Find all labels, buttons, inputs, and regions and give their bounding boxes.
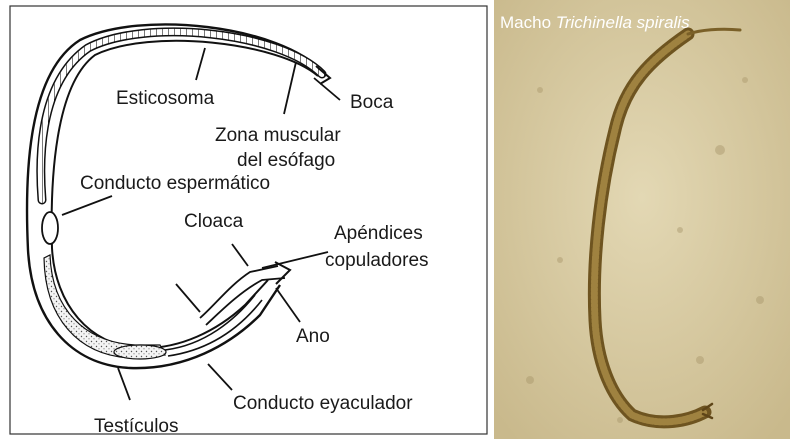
- label-boca: Boca: [350, 92, 394, 113]
- micrograph-panel: Macho Trichinella spiralis: [494, 0, 790, 439]
- micrograph-title-species: Trichinella spiralis: [556, 13, 690, 32]
- label-del-esofago: del esófago: [237, 150, 335, 171]
- label-cloaca: Cloaca: [184, 211, 244, 232]
- label-zona-muscular: Zona muscular: [215, 125, 341, 146]
- diagram-panel: Esticosoma Boca Zona muscular del esófag…: [10, 6, 487, 437]
- label-conducto-eyaculador: Conducto eyaculador: [233, 393, 413, 414]
- label-ano: Ano: [296, 326, 330, 347]
- label-esticosoma: Esticosoma: [116, 88, 215, 109]
- label-copuladores: copuladores: [325, 250, 429, 271]
- label-apendices: Apéndices: [334, 223, 423, 244]
- label-conducto-espermatico: Conducto espermático: [80, 173, 270, 194]
- micrograph-title-plain: Macho: [500, 13, 556, 32]
- label-testiculos: Testículos: [94, 416, 178, 437]
- micrograph-title: Macho Trichinella spiralis: [500, 13, 690, 32]
